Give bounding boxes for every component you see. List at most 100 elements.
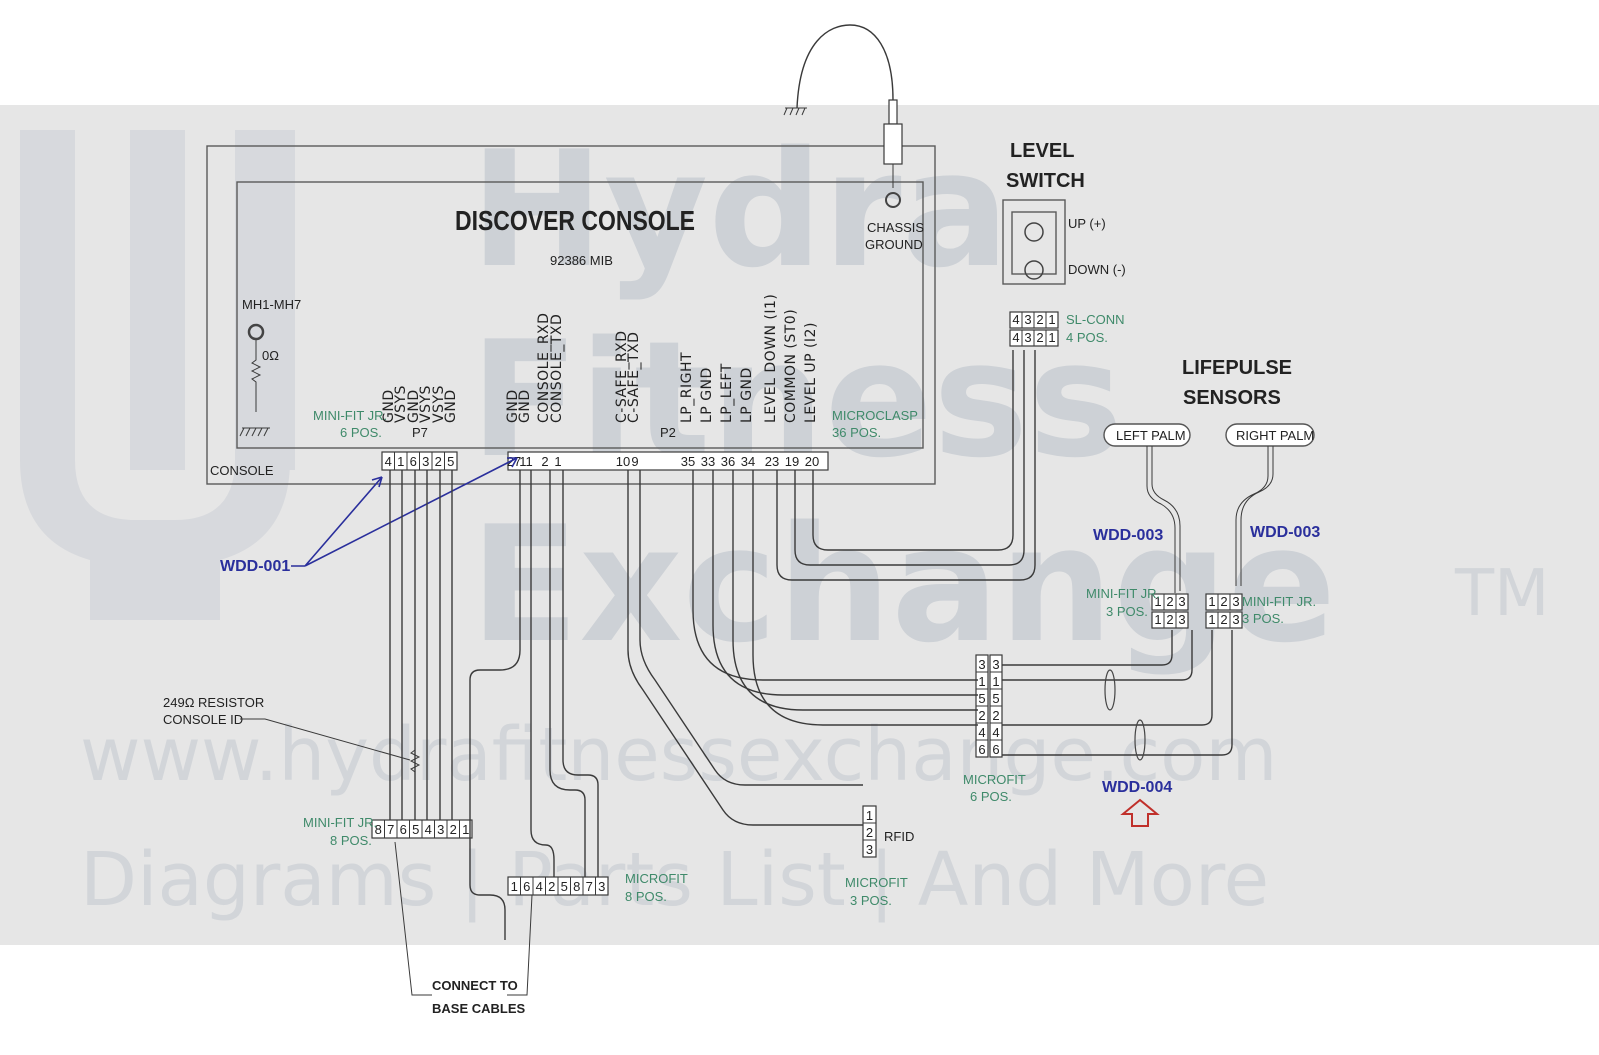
lp-left-bottom-body	[1151, 611, 1189, 629]
p2-signal: CONSOLE_RXD	[536, 313, 552, 423]
wire-mf6-left-1	[1002, 630, 1173, 666]
chassis-terminal-icon	[883, 123, 903, 165]
console-part-number: 92386 MIB	[550, 253, 613, 268]
microfit6-right-pin: 1	[992, 674, 999, 689]
chassis-ground-group: CHASSIS GROUND	[783, 24, 924, 252]
sl-conn-bottom-pin: 1	[1048, 330, 1055, 345]
wire-mf6-right-2	[1002, 630, 1233, 756]
minifit8-line-1: MINI-FIT JR.	[303, 815, 377, 830]
level-switch-inner	[1011, 211, 1057, 275]
p2-signal: C-SAFE_TXD	[626, 332, 642, 423]
rfid-conn-line-2: 3 POS.	[850, 893, 892, 908]
microfit6-left-pin: 6	[978, 742, 985, 757]
mh-label: MH1-MH7	[242, 297, 301, 312]
p7-signal: VSYS	[393, 385, 409, 423]
watermark-line-1: Hydra	[470, 116, 1010, 303]
lp-right-bottom-pin: 2	[1220, 612, 1227, 627]
minifit8-pin: 1	[462, 822, 469, 837]
watermark-logo-icon	[20, 130, 295, 620]
chassis-ground-symbol-icon	[783, 107, 807, 116]
minifit8-pin: 7	[387, 822, 394, 837]
p2-signal: CONSOLE_TXD	[549, 314, 565, 423]
microfit8-line-2: 8 POS.	[625, 889, 667, 904]
p7-pin: 1	[397, 454, 404, 469]
minifit8-pin: 5	[412, 822, 419, 837]
microfit8-pin: 4	[536, 879, 543, 894]
microfit6-right-pin: 2	[992, 708, 999, 723]
rfid-pin: 1	[866, 808, 873, 823]
minifit8-pin: 6	[400, 822, 407, 837]
left-palm-label: LEFT PALM	[1116, 428, 1186, 443]
microfit8-line-1: MICROFIT	[625, 871, 688, 886]
switch-down-icon	[1024, 260, 1044, 280]
p2-signal: GND	[505, 389, 521, 423]
p7-connector-line-2: 6 POS.	[340, 425, 382, 440]
wdd-001-label: WDD-001	[220, 558, 290, 575]
p7-pin: 6	[410, 454, 417, 469]
p2-signal: LP GND	[739, 367, 755, 423]
base-cables-line-2: BASE CABLES	[432, 1001, 526, 1016]
p2-pin: 34	[741, 454, 755, 469]
p2-pin: 11	[519, 454, 533, 469]
console-label: CONSOLE	[210, 463, 274, 478]
p7-signal: GND	[381, 389, 397, 423]
p7-connector-line-1: MINI-FIT JR.	[313, 408, 387, 423]
lp-left-bottom-pin: 1	[1154, 612, 1161, 627]
sl-conn-line-2: 4 POS.	[1066, 330, 1108, 345]
p2-signal: LP_LEFT	[719, 363, 735, 423]
wire-lp-left	[732, 470, 978, 711]
level-switch-down: DOWN (-)	[1068, 262, 1126, 277]
watermark-tm: TM	[1454, 557, 1549, 631]
microfit6-left-pin: 3	[978, 657, 985, 672]
wdd-003-left: WDD-003	[1093, 527, 1163, 544]
microfit6-right-pin: 6	[992, 742, 999, 757]
wire-csafe-rx	[627, 470, 863, 826]
p7-signal: VSYS	[431, 385, 447, 423]
sl-conn-top-pin: 2	[1036, 312, 1043, 327]
mh-resistance: 0Ω	[262, 348, 279, 363]
lp-left-top-pin: 3	[1178, 594, 1185, 609]
wire-level-3	[776, 350, 1036, 581]
mounting-hole-icon	[247, 323, 265, 341]
right-palm-cable	[1235, 446, 1274, 586]
p2-pin: 36	[721, 454, 735, 469]
mh-ground-group: MH1-MH7 0Ω	[239, 297, 301, 437]
microfit8-pin: 1	[511, 879, 518, 894]
p2-signal: LEVEL UP (I2)	[803, 322, 819, 423]
p2-pin: 1	[554, 454, 561, 469]
rfid-pin: 2	[866, 825, 873, 840]
minifit8-pin: 8	[375, 822, 382, 837]
p7-signal: GND	[406, 389, 422, 423]
p2-pin: 9	[631, 454, 638, 469]
microfit6-left-pin: 1	[978, 674, 985, 689]
chassis-lug-icon	[888, 99, 898, 125]
wdd-004-arrow-icon[interactable]	[1120, 798, 1160, 827]
microfit6-right-pin: 3	[992, 657, 999, 672]
wire-lp-gnd-34	[752, 470, 978, 726]
sl-conn-line-1: SL-CONN	[1066, 312, 1125, 327]
p7-label: P7	[412, 425, 428, 440]
lp-left-bottom-pin: 2	[1166, 612, 1173, 627]
lp-left-conn-line-2: 3 POS.	[1106, 604, 1148, 619]
id-resistor-icon	[409, 749, 421, 773]
p2-signal: LP_RIGHT	[679, 352, 695, 423]
lp-right-conn-line-1: MINI-FIT JR.	[1242, 594, 1316, 609]
wire-lp-gnd-33	[712, 470, 978, 696]
minifit8-line-2: 8 POS.	[330, 833, 372, 848]
p2-pin: 33	[701, 454, 715, 469]
minifit8-pin: 3	[437, 822, 444, 837]
p2-signal: LEVEL DOWN (I1)	[763, 294, 779, 423]
wire-level-1	[812, 350, 1014, 551]
watermark-line-3: Exchange	[470, 491, 1336, 678]
lp-left-top-body	[1151, 593, 1189, 611]
minifit8-pin: 4	[425, 822, 432, 837]
p2-signal: C-SAFE_RXD	[614, 330, 630, 423]
wdd-003-right: WDD-003	[1250, 524, 1320, 541]
wire-csafe-tx	[639, 470, 863, 786]
microfit8-pin: 8	[573, 879, 580, 894]
